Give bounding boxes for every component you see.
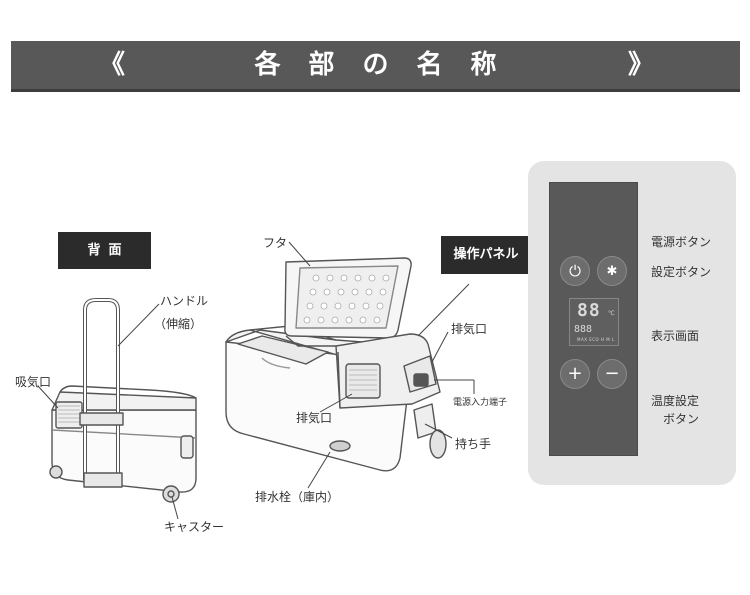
settings-button[interactable]: ✱ bbox=[597, 256, 627, 286]
display-sub-digits: 888 bbox=[574, 324, 593, 335]
display-main-digits: 88 bbox=[577, 300, 601, 321]
label-settings-button: 設定ボタン bbox=[651, 265, 712, 279]
label-intake: 吸気口 bbox=[15, 375, 52, 389]
label-display: 表示画面 bbox=[651, 329, 700, 343]
label-temp-buttons-1: 温度設定 bbox=[651, 394, 700, 408]
display-screen: 88 ℃ 888 MAX ECO H M L bbox=[569, 298, 619, 346]
control-panel-tag: 操作パネル bbox=[441, 236, 531, 274]
power-button[interactable]: ⏻ bbox=[560, 256, 590, 286]
back-view-cooler bbox=[49, 298, 197, 503]
right-bracket: 》 bbox=[627, 50, 654, 80]
display-modes: MAX ECO H M L bbox=[577, 337, 615, 342]
temp-down-button[interactable]: − bbox=[597, 359, 627, 389]
label-drain: 排水栓（庫内） bbox=[255, 490, 340, 504]
label-lid: フタ bbox=[263, 236, 288, 250]
main-cooler bbox=[225, 257, 447, 472]
label-exhaust-top: 排気口 bbox=[451, 322, 488, 336]
left-bracket: 《 bbox=[99, 50, 126, 80]
label-temp-buttons-2: ボタン bbox=[663, 412, 700, 426]
title-banner: 《 各部の名称 》 bbox=[11, 41, 740, 92]
page-title: 各部の名称 bbox=[254, 50, 525, 80]
label-caster: キャスター bbox=[164, 520, 225, 534]
label-power-port: 電源入力端子 bbox=[453, 398, 508, 408]
display-unit: ℃ bbox=[608, 310, 615, 317]
label-power-button: 電源ボタン bbox=[651, 235, 712, 249]
label-grip: 持ち手 bbox=[455, 437, 492, 451]
temp-up-button[interactable]: + bbox=[560, 359, 590, 389]
label-handle-telescopic: （伸縮） bbox=[154, 317, 203, 331]
label-handle: ハンドル bbox=[160, 294, 209, 308]
label-exhaust-front: 排気口 bbox=[296, 411, 333, 425]
back-view-tag: 背面 bbox=[58, 232, 151, 269]
